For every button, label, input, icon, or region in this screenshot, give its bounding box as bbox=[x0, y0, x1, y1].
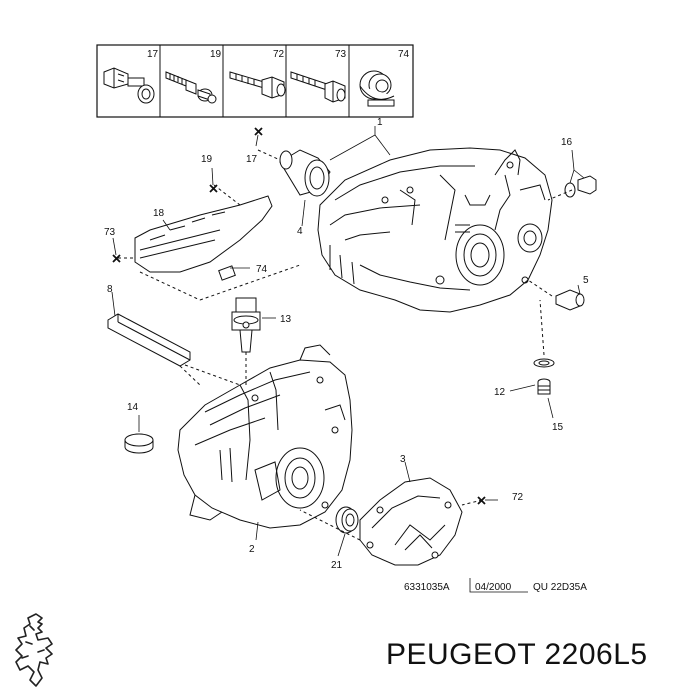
kit-number: 19 bbox=[210, 49, 222, 60]
plug-drawing bbox=[124, 433, 154, 454]
kit-number: 17 bbox=[147, 49, 159, 60]
drawing-ref-code: 6331035A bbox=[404, 582, 450, 593]
brand-part-label: PEUGEOT 2206L5 bbox=[386, 638, 648, 672]
kit-number: 73 bbox=[335, 49, 347, 60]
screw-markers bbox=[112, 127, 486, 505]
part-number: 2206L5 bbox=[544, 638, 648, 671]
callout-16: 16 bbox=[561, 137, 573, 148]
callout-4: 4 bbox=[297, 226, 303, 237]
parts-kit-strip bbox=[96, 44, 414, 118]
callout-14: 14 bbox=[127, 402, 139, 413]
callout-21: 21 bbox=[331, 560, 343, 571]
brand-name: PEUGEOT bbox=[386, 638, 536, 671]
hex-bolt-icon bbox=[229, 71, 286, 99]
callout-17: 17 bbox=[246, 154, 258, 165]
drawing-reference: 6331035A 04/2000 QU 22D35A bbox=[404, 578, 587, 593]
gearbox-housing-drawing bbox=[177, 344, 353, 529]
seal-drawing bbox=[335, 506, 359, 534]
leader-lines bbox=[111, 126, 585, 557]
peugeot-lion-logo bbox=[15, 613, 53, 687]
plug-16-drawing bbox=[564, 175, 597, 198]
callout-5: 5 bbox=[583, 275, 589, 286]
callout-73: 73 bbox=[104, 227, 116, 238]
callout-19: 19 bbox=[201, 154, 213, 165]
drawing-qualifier: QU 22D35A bbox=[533, 582, 587, 593]
drawing-date: 04/2000 bbox=[475, 582, 512, 593]
clutch-housing-drawing bbox=[317, 147, 553, 313]
flanged-bolt-icon bbox=[103, 67, 155, 104]
callout-13: 13 bbox=[280, 314, 292, 325]
sensor-drawing bbox=[231, 297, 261, 353]
long-bolt-icon bbox=[290, 71, 346, 103]
kit-part-numbers: 17 19 72 73 74 bbox=[147, 49, 410, 60]
callout-8: 8 bbox=[107, 284, 113, 295]
callout-12: 12 bbox=[494, 387, 506, 398]
cover-drawing bbox=[359, 477, 463, 566]
callout-2: 2 bbox=[249, 544, 255, 555]
plug-5-drawing bbox=[555, 289, 585, 311]
callout-15: 15 bbox=[552, 422, 564, 433]
kit-number: 74 bbox=[398, 49, 410, 60]
alignment-lines bbox=[118, 149, 573, 541]
shaft-drawing bbox=[107, 313, 191, 367]
callout-74: 74 bbox=[256, 264, 268, 275]
callout-labels: 1 2 3 4 5 8 12 13 14 15 16 17 18 19 21 7… bbox=[104, 117, 589, 571]
callout-18: 18 bbox=[153, 208, 165, 219]
callout-72: 72 bbox=[512, 492, 524, 503]
stud-bolt-icon bbox=[165, 71, 217, 104]
kit-number: 72 bbox=[273, 49, 285, 60]
callout-3: 3 bbox=[400, 454, 406, 465]
rubber-bush-icon bbox=[359, 70, 395, 107]
bracket-drawing bbox=[134, 195, 273, 281]
guide-tube-drawing bbox=[279, 149, 331, 197]
callout-1: 1 bbox=[377, 117, 383, 128]
drain-plug-drawing bbox=[533, 358, 555, 395]
